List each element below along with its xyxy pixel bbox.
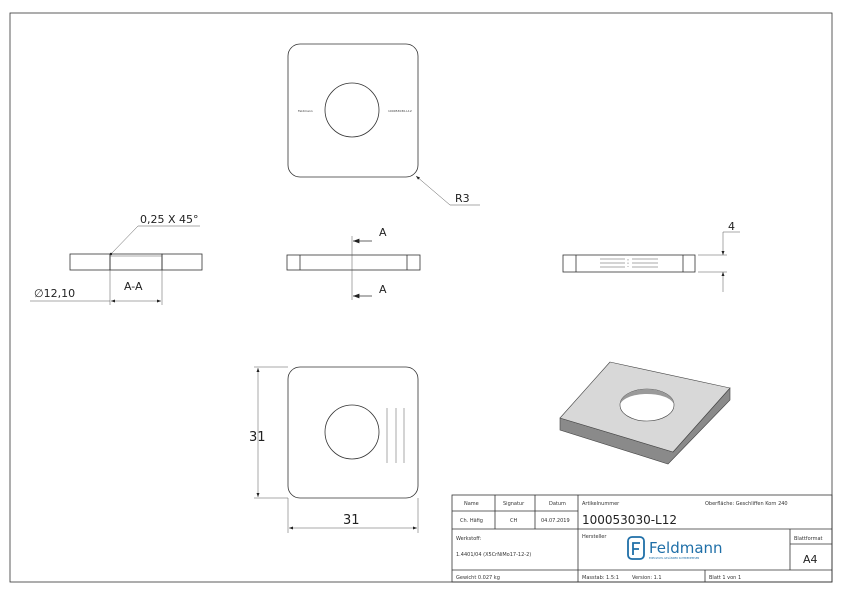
section-label: A-A [124,280,143,293]
title-block-text: Name Signatur Datum Ch. Häfig CH 04.07.2… [456,501,823,581]
scale: Masstab: 1.5:1 [582,575,619,581]
drawing-frame [9,12,833,583]
sheet-format-label: Blattformat [794,536,823,542]
radius-leader [415,175,451,206]
logo-text: Feldmann [649,539,723,557]
bottom-view: 31 31 [249,366,419,533]
plate-outline [287,43,419,178]
thickness-label: 4 [728,220,735,233]
sheet-number: Blatt 1 von 1 [709,575,741,581]
hole [324,82,380,138]
material-label: Werkstoff: [456,536,482,542]
cut-label-bottom: A [379,283,387,296]
engraving-left: Feldmann [298,109,313,113]
isometric-view [559,361,731,465]
sheet-format: A4 [803,553,818,566]
chamfer-leader [110,225,139,255]
cut-label-top: A [379,226,387,239]
article-label: Artikelnummer [582,501,620,507]
date-header: Datum [549,501,566,507]
chamfer-label: 0,25 X 45° [140,213,199,226]
diameter-label: ∅12,10 [34,287,75,300]
radius-label: R3 [455,192,470,205]
title-block [451,494,833,583]
drafter-name: Ch. Häfig [460,518,483,524]
drafter-signature: CH [510,518,517,524]
top-view: Feldmann 100053030-L12 R3 [287,43,480,206]
surface-finish: Oberfläche: Geschliffen Korn 240 [705,501,788,507]
width-label: 31 [343,513,360,528]
weight: Gewicht 0.027 kg [456,575,500,581]
right-view: 4 [562,220,740,292]
side-view: A A [286,226,421,300]
logo-tagline: EDELSTAHL GELÄNDER SCHMIEDEEISEN [649,555,699,560]
material: 1.4401/04 (X5CrNiMo17-12-2) [456,552,531,558]
signature-header: Signatur [503,501,525,507]
height-label: 31 [249,430,266,445]
version: Version: 1.1 [632,575,662,581]
engraving-right: 100053030-L12 [388,109,412,113]
section-view: 0,25 X 45° ∅12,10 A-A [30,213,203,305]
manufacturer-label: Hersteller [582,534,607,540]
article-number: 100053030-L12 [582,513,677,527]
drawing-date: 04.07.2019 [541,518,570,524]
feldmann-logo: Feldmann EDELSTAHL GELÄNDER SCHMIEDEEISE… [627,536,723,560]
name-header: Name [464,501,479,507]
